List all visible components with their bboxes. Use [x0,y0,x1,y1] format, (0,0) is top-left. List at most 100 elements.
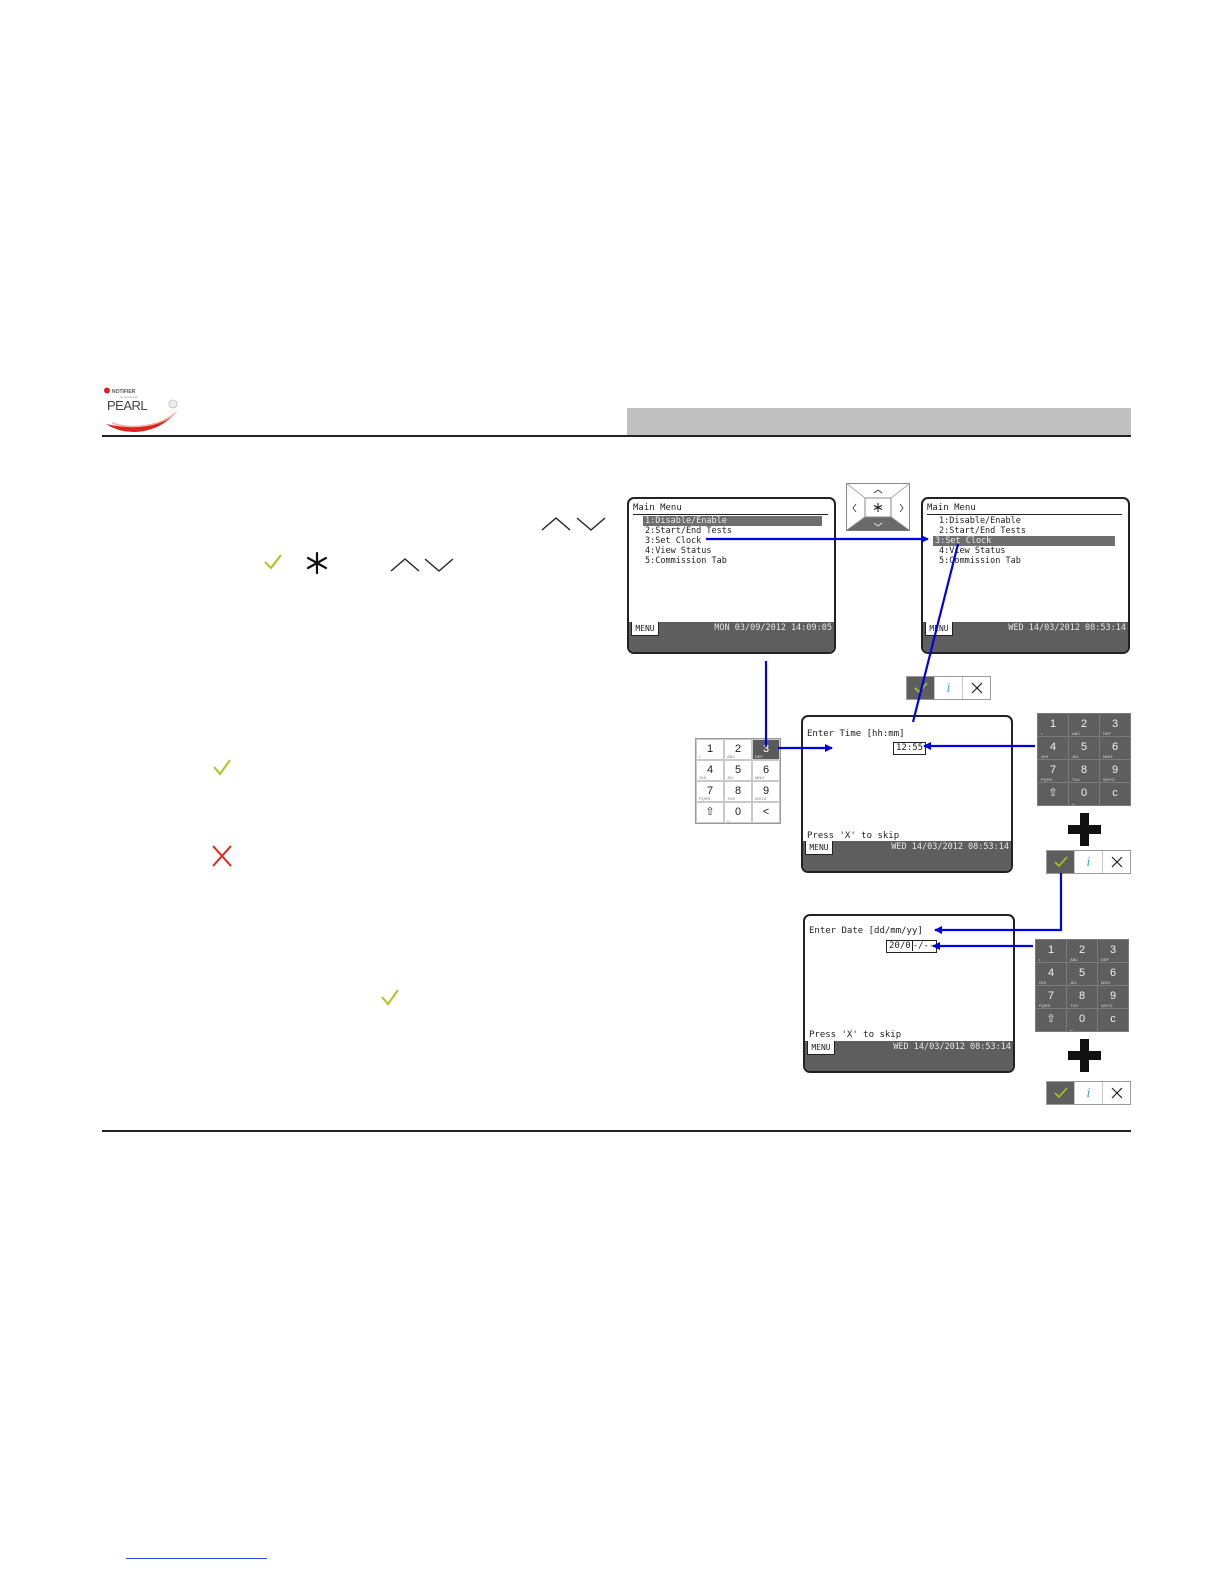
navigation-pad[interactable] [846,483,910,531]
check-icon [913,682,928,694]
menu-item-set-clock[interactable]: 3:Set Clock [645,536,702,546]
confirm-button[interactable] [1047,851,1074,873]
menu-item-view-status[interactable]: 4:View Status [939,546,1006,556]
enter-date-screen: Enter Date [dd/mm/yy] 20/0-/-- Press 'X'… [803,914,1015,1073]
menu-tab[interactable]: MENU [805,841,833,855]
info-icon: i [1086,855,1091,869]
screen-footer: MENU WED 14/03/2012 08:53:14 [803,841,1011,871]
key-clear[interactable]: c [1098,1009,1128,1031]
info-button[interactable]: i [1074,1082,1102,1104]
info-icon: i [1086,1086,1091,1100]
down-icon [424,558,454,572]
up-icon[interactable] [873,489,883,494]
cancel-button[interactable] [1102,851,1130,873]
confirm-bar: i [1046,1081,1131,1105]
confirm-bar: i [1046,850,1131,874]
plus-icon [1068,1039,1101,1072]
brand-tag-text: by Honeywell [120,395,138,399]
menu-item-start-end-tests[interactable]: 2:Start/End Tests [645,526,732,536]
menu-tab[interactable]: MENU [925,622,953,636]
menu-item-disable-enable[interactable]: 1:Disable/Enable [939,516,1021,526]
check-icon [1053,1087,1068,1099]
menu-item-view-status[interactable]: 4:View Status [645,546,712,556]
asterisk-icon[interactable] [873,503,883,512]
menu-item-commission-tab[interactable]: 5:Commission Tab [939,556,1021,566]
key-back[interactable]: < [752,802,780,823]
confirm-button[interactable] [907,677,934,699]
menu-item-set-clock[interactable]: 3:Set Clock [933,536,1115,546]
cross-icon [971,682,982,694]
menu-tab[interactable]: MENU [807,1041,835,1055]
date-input[interactable]: 20/0-/-- [886,940,938,953]
key-0[interactable]: 0␣ [724,802,752,823]
time-input[interactable]: 12:55 [893,742,927,755]
key-1[interactable]: 1• [696,739,724,760]
datetime-display: MON 03/09/2012 14:09:05 [714,623,832,633]
screen-title: Main Menu [927,503,976,513]
header-bar [627,408,1131,435]
brand-logo: NOTIFIER by Honeywell PEARL [102,386,184,436]
key-shift[interactable]: ⇧ [1038,783,1068,805]
left-icon[interactable] [852,503,857,513]
datetime-display: WED 14/03/2012 08:53:14 [893,1042,1011,1052]
check-icon [1053,856,1068,868]
cancel-button[interactable] [962,677,990,699]
screen-footer: MENU MON 03/09/2012 14:09:05 [629,622,834,652]
key-clear[interactable]: c [1100,783,1130,805]
right-icon[interactable] [899,503,904,513]
footer-link-underline[interactable] [126,1558,267,1559]
key-1[interactable]: 1• [1038,714,1068,736]
main-menu-screen-set-clock: Main Menu 1:Disable/Enable 2:Start/End T… [921,497,1130,654]
key-0[interactable]: 0␣ [1069,783,1099,805]
cross-icon [1111,856,1122,868]
confirm-button[interactable] [1047,1082,1074,1104]
skip-hint: Press 'X' to skip [809,1030,902,1040]
key-1[interactable]: 1• [1036,940,1066,962]
enter-time-screen: Enter Time [hh:mm] 12:55 Press 'X' to sk… [801,715,1013,873]
key-shift[interactable]: ⇧ [1036,1009,1066,1031]
cancel-button[interactable] [1102,1082,1130,1104]
menu-item-disable-enable[interactable]: 1:Disable/Enable [643,516,822,526]
menu-item-start-end-tests[interactable]: 2:Start/End Tests [939,526,1026,536]
footer-rule [102,1130,1131,1132]
info-icon: i [946,681,951,695]
menu-item-commission-tab[interactable]: 5:Commission Tab [645,556,727,566]
asterisk-icon [306,551,328,575]
down-icon[interactable] [873,522,883,527]
menu-tab[interactable]: MENU [631,622,659,636]
key-shift[interactable]: ⇧ [696,802,724,823]
key-0[interactable]: 0␣ [1067,1009,1097,1031]
info-button[interactable]: i [934,677,962,699]
header-rule [102,435,1131,437]
check-icon [381,989,399,1006]
plus-icon [1068,813,1101,846]
info-button[interactable]: i [1074,851,1102,873]
date-prompt: Enter Date [dd/mm/yy] [809,926,923,936]
